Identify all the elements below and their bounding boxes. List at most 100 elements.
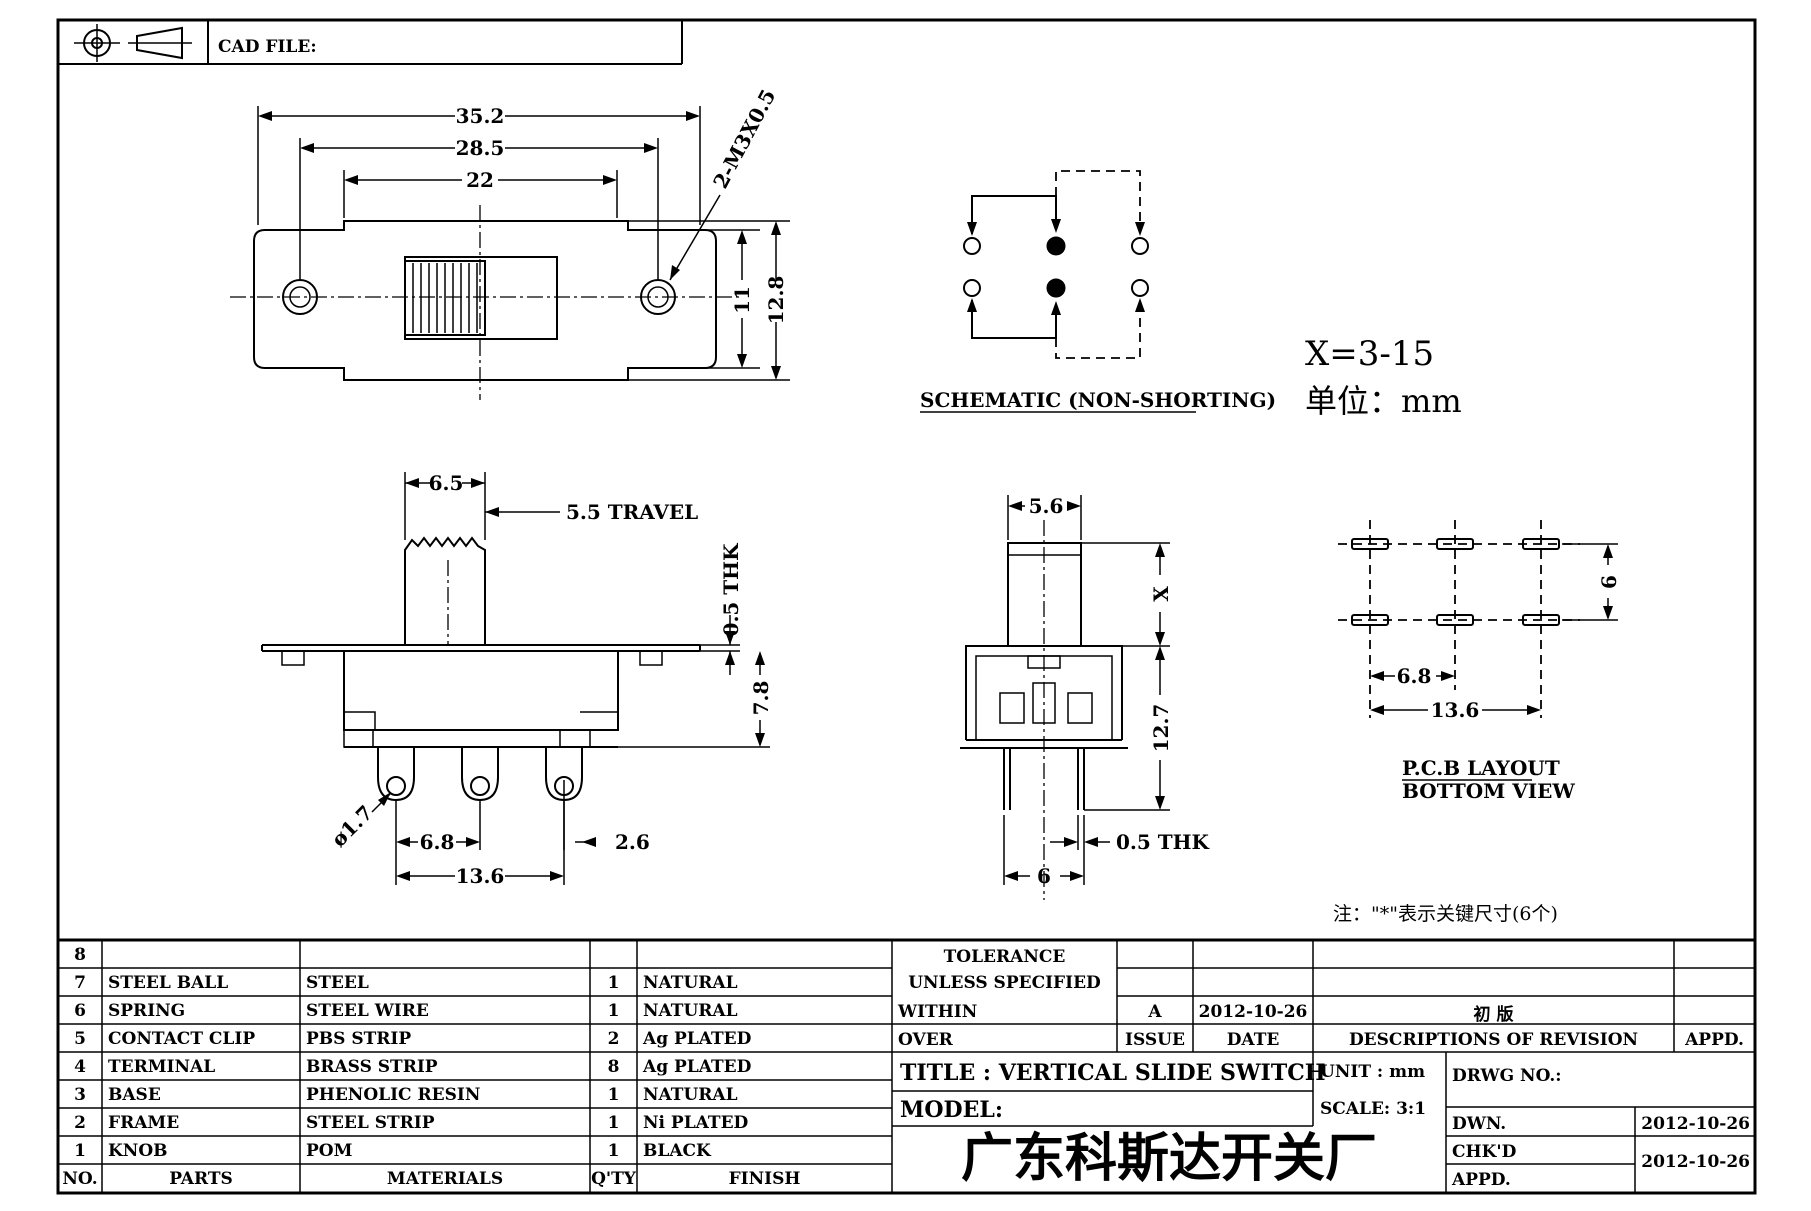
bom-cell-no: 7 [74, 973, 86, 993]
dim-body-height: 7.8 [749, 681, 773, 716]
scale-field: SCALE: 3:1 [1320, 1099, 1427, 1119]
bom-cell-no: 4 [74, 1057, 86, 1077]
issue-value: A [1148, 1002, 1162, 1022]
dim-row-spacing: 6 [1597, 575, 1621, 589]
revision-header: DESCRIPTIONS OF REVISION [1348, 1030, 1639, 1050]
bom-cell-material: POM [306, 1141, 353, 1161]
pcb-caption: P.C.B LAYOUT [1402, 756, 1560, 780]
dim-hole-spacing: 28.5 [456, 136, 505, 160]
dim-pin-hole: ø1.7 [327, 801, 378, 852]
key-dimension-note: 注："*"表示关键尺寸(6个) [1333, 903, 1558, 925]
dim-body-end: 12.7 [1149, 704, 1173, 753]
bom-table [58, 938, 1755, 1193]
bom-cell-no: 6 [74, 1001, 86, 1021]
knob-side [404, 536, 486, 645]
bom-header-part: PARTS [169, 1169, 233, 1189]
dim-pin-span: 13.6 [456, 864, 505, 888]
bom-cell-qty: 1 [607, 973, 620, 993]
bom-cell-qty: 1 [607, 1113, 620, 1133]
bom-cell-finish: Ag PLATED [643, 1029, 752, 1049]
header-box: CAD FILE: [58, 20, 683, 65]
terminal-common [1046, 278, 1066, 298]
dim-pad-pitch: 6.8 [1397, 664, 1432, 688]
bom-cell-material: BRASS STRIP [306, 1057, 438, 1077]
company-name: 广东科斯达开关厂 [960, 1129, 1377, 1189]
knob-top [404, 260, 486, 336]
tolerance-unless: UNLESS SPECIFIED [908, 973, 1101, 993]
bom-cell-part: SPRING [108, 1001, 186, 1021]
unit-field: UNIT : mm [1320, 1062, 1426, 1082]
sheet-border [56, 18, 1757, 1195]
terminal-open [1131, 279, 1149, 297]
dim-screw-thread: 2-M3X0.5 [708, 85, 780, 192]
bom-cell-finish: Ag PLATED [643, 1057, 752, 1077]
schematic: SCHEMATIC (NON-SHORTING) [920, 170, 1276, 413]
chkd-date: 2012-10-26 [1641, 1152, 1750, 1172]
dim-knob-width: 6.5 [429, 471, 464, 495]
pcb-layout: 6 6.8 13.6 P.C.B LAYOUT BOTTOM VIEW [1338, 520, 1621, 803]
dim-pin-width: 2.6 [615, 830, 650, 854]
projection-symbol-icon [74, 24, 192, 62]
date-value: 2012-10-26 [1198, 1002, 1308, 1022]
revision-value: 初 版 [1473, 1005, 1514, 1025]
dim-pin-pitch: 6.8 [420, 830, 455, 854]
bom-cell-no: 5 [74, 1029, 86, 1049]
bom-cell-no: 8 [74, 945, 86, 965]
dim-pin-thickness: 0.5 THK [1116, 830, 1210, 854]
bom-cell-finish: NATURAL [643, 1001, 738, 1021]
model-field: MODEL: [900, 1097, 1003, 1123]
schematic-caption: SCHEMATIC (NON-SHORTING) [920, 388, 1276, 412]
bom-cell-qty: 1 [607, 1085, 620, 1105]
bom-cell-qty: 1 [607, 1001, 620, 1021]
bom-cell-no: 1 [74, 1141, 86, 1161]
dim-body-length: 22 [466, 168, 494, 192]
bom-cell-finish: NATURAL [643, 973, 738, 993]
unit-note: 单位：mm [1305, 382, 1462, 420]
side-view: 6.5 5.5 TRAVEL 0.5 THK 7.8 6.8 2.6 13.6 … [261, 471, 773, 888]
appd-header: APPD. [1685, 1030, 1744, 1050]
dim-frame-thickness: 0.5 THK [719, 543, 743, 637]
issue-header: ISSUE [1125, 1030, 1185, 1050]
travel-label: 5.5 TRAVEL [566, 500, 698, 524]
terminal-open [963, 237, 981, 255]
x-range-note: X=3-15 [1305, 334, 1434, 374]
bom-cell-part: TERMINAL [108, 1057, 216, 1077]
bom-cell-no: 3 [74, 1085, 86, 1105]
dim-overall-length: 35.2 [456, 104, 505, 128]
bom-cell-part: BASE [108, 1085, 161, 1105]
bom-cell-no: 2 [74, 1113, 86, 1133]
cad-file-label: CAD FILE: [218, 37, 317, 57]
dim-pad-span: 13.6 [1431, 698, 1480, 722]
top-view: 35.2 28.5 22 2-M3X0.5 11 12.8 [230, 85, 790, 400]
appd-label: APPD. [1452, 1170, 1511, 1190]
bom-header-qty: Q'TY [591, 1169, 636, 1189]
bom-cell-qty: 1 [607, 1141, 620, 1161]
tolerance-label: TOLERANCE [943, 947, 1066, 967]
base-side [343, 651, 619, 731]
frame-end [965, 645, 1123, 740]
bom-cell-finish: NATURAL [643, 1085, 738, 1105]
pin-left [377, 747, 415, 802]
dim-overall-height: 12.8 [764, 276, 788, 325]
tolerance-over: OVER [898, 1030, 953, 1050]
bom-cell-material: STEEL STRIP [306, 1113, 435, 1133]
terminal-common [1046, 236, 1066, 256]
slot-outline [404, 256, 558, 340]
dim-frame-height: 11 [730, 286, 754, 314]
bom-cell-qty: 2 [607, 1029, 620, 1049]
bom-cell-material: STEEL WIRE [306, 1001, 429, 1021]
dwn-label: DWN. [1452, 1114, 1507, 1134]
dwn-date: 2012-10-26 [1641, 1114, 1750, 1134]
bom-cell-material: PHENOLIC RESIN [306, 1085, 481, 1105]
bom-cell-part: CONTACT CLIP [108, 1029, 256, 1049]
bom-cell-part: FRAME [108, 1113, 180, 1133]
dim-knob-end: 5.6 [1029, 494, 1064, 518]
bom-cell-qty: 8 [607, 1057, 620, 1077]
tolerance-within: WITHIN [898, 1002, 978, 1022]
bom-header-finish: FINISH [728, 1169, 801, 1189]
bom-cell-part: STEEL BALL [108, 973, 229, 993]
date-header: DATE [1226, 1030, 1280, 1050]
dim-knob-height-x: X [1149, 586, 1173, 602]
